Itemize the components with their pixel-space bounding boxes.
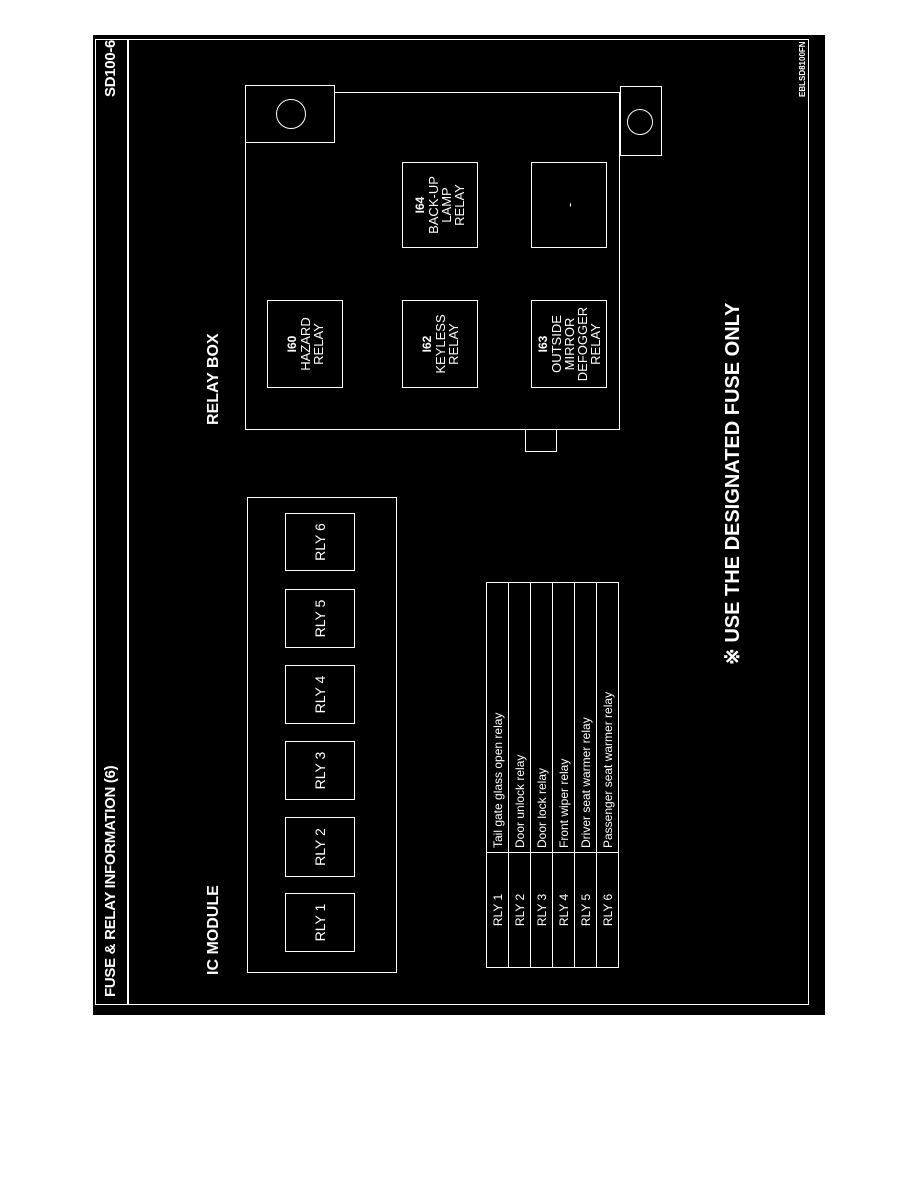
figure-code: EBLSD8100FN — [798, 41, 807, 97]
reference-mark-icon: ※ — [722, 648, 744, 665]
rotated-diagram: FUSE & RELAY INFORMATION (6) SD100-6 EBL… — [93, 35, 825, 1015]
ic-relay-1: RLY 1 — [285, 893, 355, 952]
mount-hole-icon — [276, 99, 306, 129]
page-title: FUSE & RELAY INFORMATION (6) — [102, 765, 119, 997]
mount-hole-icon — [627, 109, 653, 135]
ic-relay-5: RLY 5 — [285, 589, 355, 648]
diagram-panel: FUSE & RELAY INFORMATION (6) SD100-6 EBL… — [93, 35, 825, 1015]
relay-slot-i64: I64 BACK-UP LAMP RELAY — [402, 162, 478, 248]
ic-relay-2: RLY 2 — [285, 817, 355, 877]
page-code: SD100-6 — [102, 39, 119, 97]
fuse-warning-note: ※ USE THE DESIGNATED FUSE ONLY — [722, 302, 744, 665]
title-divider — [127, 39, 129, 1005]
ic-relay-6: RLY 6 — [285, 513, 355, 571]
relay-slot-i63: I63 OUTSIDE MIRROR DEFOGGER RELAY — [531, 300, 607, 388]
relay-box-label: RELAY BOX — [205, 333, 222, 425]
ic-module-label: IC MODULE — [205, 885, 222, 975]
relay-slot-empty: - — [531, 162, 607, 248]
connector-tab — [525, 429, 557, 452]
ic-relay-3: RLY 3 — [285, 741, 355, 800]
ic-relay-4: RLY 4 — [285, 665, 355, 724]
relay-slot-i60: I60 HAZARD RELAY — [267, 300, 343, 388]
relay-slot-i62: I62 KEYLESS RELAY — [402, 300, 478, 388]
